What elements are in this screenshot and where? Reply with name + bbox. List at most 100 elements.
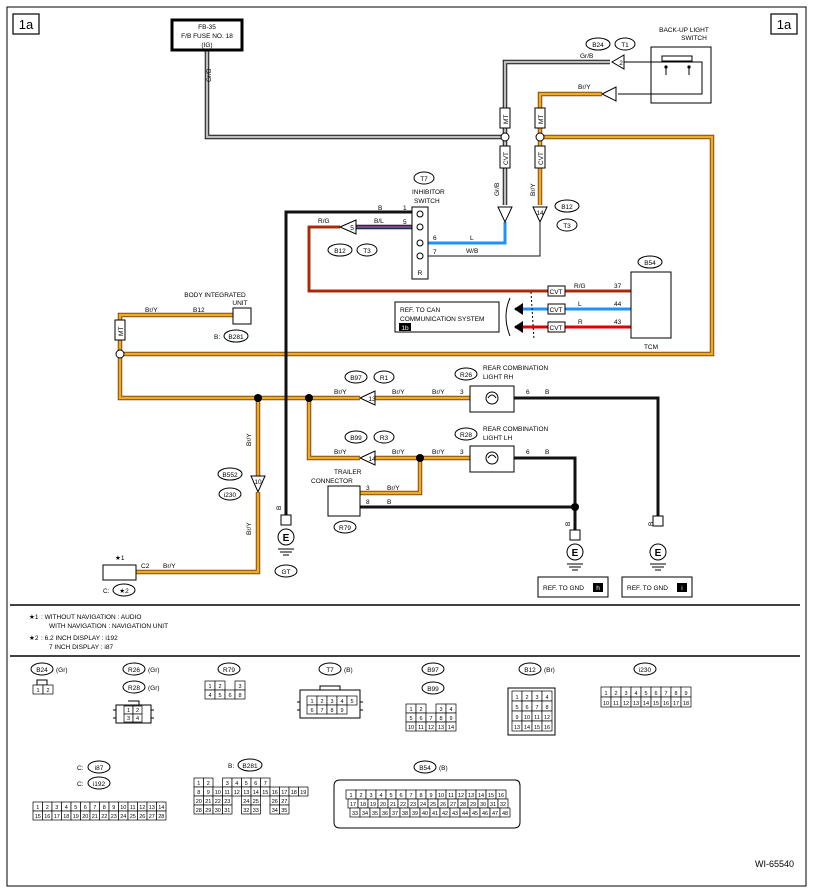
mt-marker-body — [114, 319, 126, 341]
pin-cell — [298, 786, 309, 797]
note2-line-b: 7 INCH DISPLAY : i87 — [49, 644, 113, 651]
pin-number: 27 — [149, 814, 155, 820]
pin-number: 13 — [514, 725, 520, 731]
pin-number: 1 — [127, 708, 130, 714]
note1-mark: ★1 — [29, 613, 39, 621]
wire-label-bry-body: Br/Y — [145, 307, 158, 314]
pin-number: 6 — [654, 691, 657, 697]
ground-gt-e: E — [283, 533, 290, 544]
rear-light-lh: R28 REAR COMBINATION LIGHT LH 3 6 — [454, 426, 549, 473]
pin-number: 42 — [442, 811, 448, 817]
pin-number: 30 — [215, 808, 221, 814]
star2-prefix: C: — [103, 588, 110, 595]
pin-number: 5 — [389, 793, 392, 799]
pin-number: 16 — [44, 814, 50, 820]
pin-number: 4 — [136, 716, 139, 722]
pin-number: 7 — [93, 805, 96, 811]
pin-number: 5 — [515, 705, 518, 711]
junction-body — [115, 349, 125, 359]
rear-rh-pin-3: 3 — [460, 389, 464, 396]
ground-i-e: E — [655, 548, 662, 559]
pinout-r26-color: (Gr) — [148, 667, 160, 674]
pin-number: 25 — [253, 799, 259, 805]
wire-label-bry-trailer: Br/Y — [387, 485, 400, 492]
pinout-b54-color: (B) — [439, 765, 448, 772]
fuse-label-1: FB-35 — [198, 24, 216, 31]
pin-number: 13 — [633, 701, 639, 707]
wire-bry-trailer — [360, 458, 422, 495]
pinout-i87-id: i87 — [95, 765, 104, 772]
w-bry-1-outline — [537, 91, 602, 137]
pin-number: 20 — [196, 799, 202, 805]
pinout-i192-prefix: C: — [77, 781, 84, 788]
wire-b-rh — [514, 396, 660, 516]
pin-number: 22 — [400, 802, 406, 808]
pin-number: 46 — [482, 811, 488, 817]
conn-star2-text: ★2 — [119, 587, 129, 595]
ground-i: B E REF. TO GND i — [621, 515, 693, 598]
body-integrated-unit: BODY INTEGRATED UNIT B: B281 — [184, 292, 252, 343]
ground-h-e: E — [572, 548, 579, 559]
pin-cell — [234, 689, 246, 700]
pin-number: 24 — [120, 814, 126, 820]
pin-number: 34 — [362, 811, 368, 817]
wire-label-grb-top: Gr/B — [580, 53, 593, 60]
fuse-label-2: F/B FUSE NO. 18 — [181, 33, 233, 40]
wire-label-l-can: L — [578, 301, 582, 308]
wire-grb-fuse — [205, 50, 505, 139]
pin-number: 15 — [488, 793, 494, 799]
pin-number: 21 — [92, 814, 98, 820]
conn-t1-text: T1 — [621, 42, 629, 49]
pinout-b24-id: B24 — [36, 667, 48, 674]
note1-line-b: WITH NAVIGATION : NAVIGATION UNIT — [49, 623, 168, 630]
pin-number: 1 — [604, 691, 607, 697]
pin-number: 3 — [624, 691, 627, 697]
pin-number: 21 — [205, 799, 211, 805]
pin-number: 20 — [380, 802, 386, 808]
conn-r3-bubble — [373, 430, 395, 444]
pin-number: 26 — [272, 799, 278, 805]
pin-number: 4 — [634, 691, 637, 697]
pin-number: 3 — [226, 781, 229, 787]
pin-number: 3 — [238, 684, 241, 690]
inhibitor-switch: T7 INHIBITOR SWITCH R 1 5 6 7 — [403, 171, 445, 280]
pin-number: 20 — [82, 814, 88, 820]
pinout-t7-color: (B) — [344, 667, 353, 674]
pin-number: 22 — [101, 814, 107, 820]
junction-dot-2 — [305, 394, 313, 402]
pin-cell — [541, 720, 553, 732]
wire-grb-up — [503, 60, 610, 137]
pinout-t7-id: T7 — [326, 667, 334, 674]
can-ref-label-2: COMMUNICATION SYSTEM — [400, 316, 484, 323]
pin-number: 2 — [46, 805, 49, 811]
inhibitor-pin-7: 7 — [433, 249, 437, 256]
wire-b-gt — [284, 210, 412, 515]
pin-number: 4 — [545, 695, 548, 701]
pin-number: 8 — [197, 790, 200, 796]
pin-number: 7 — [664, 691, 667, 697]
pin-number: 1 — [310, 699, 313, 705]
conn-i230-bubble — [218, 487, 242, 501]
pin-number: 21 — [390, 802, 396, 808]
pin-number: 26 — [139, 814, 145, 820]
pin-number: 1 — [36, 688, 39, 694]
pin-number: 4 — [449, 707, 452, 713]
wire-label-b-inhibitor: B — [378, 205, 382, 212]
pin-number: 11 — [418, 725, 424, 731]
pin-number: 10 — [524, 715, 530, 721]
note1-line-a: : WITHOUT NAVIGATION : AUDIO — [41, 614, 141, 621]
pin-number: 39 — [412, 811, 418, 817]
conn-b24-callout: B24 T1 — [585, 37, 636, 51]
wire-label-b-rh: B — [545, 389, 549, 396]
pinout-b12-color: (Br) — [544, 667, 555, 674]
mt-marker-body-text: MT — [118, 327, 125, 336]
pin-number: 31 — [224, 808, 230, 814]
pin-number: 23 — [111, 814, 117, 820]
ground-h: B E REF. TO GND h — [537, 522, 609, 598]
tcm: B54 TCM 37 44 43 — [614, 255, 672, 351]
pin-number: 22 — [215, 799, 221, 805]
can-bracket — [505, 297, 511, 337]
